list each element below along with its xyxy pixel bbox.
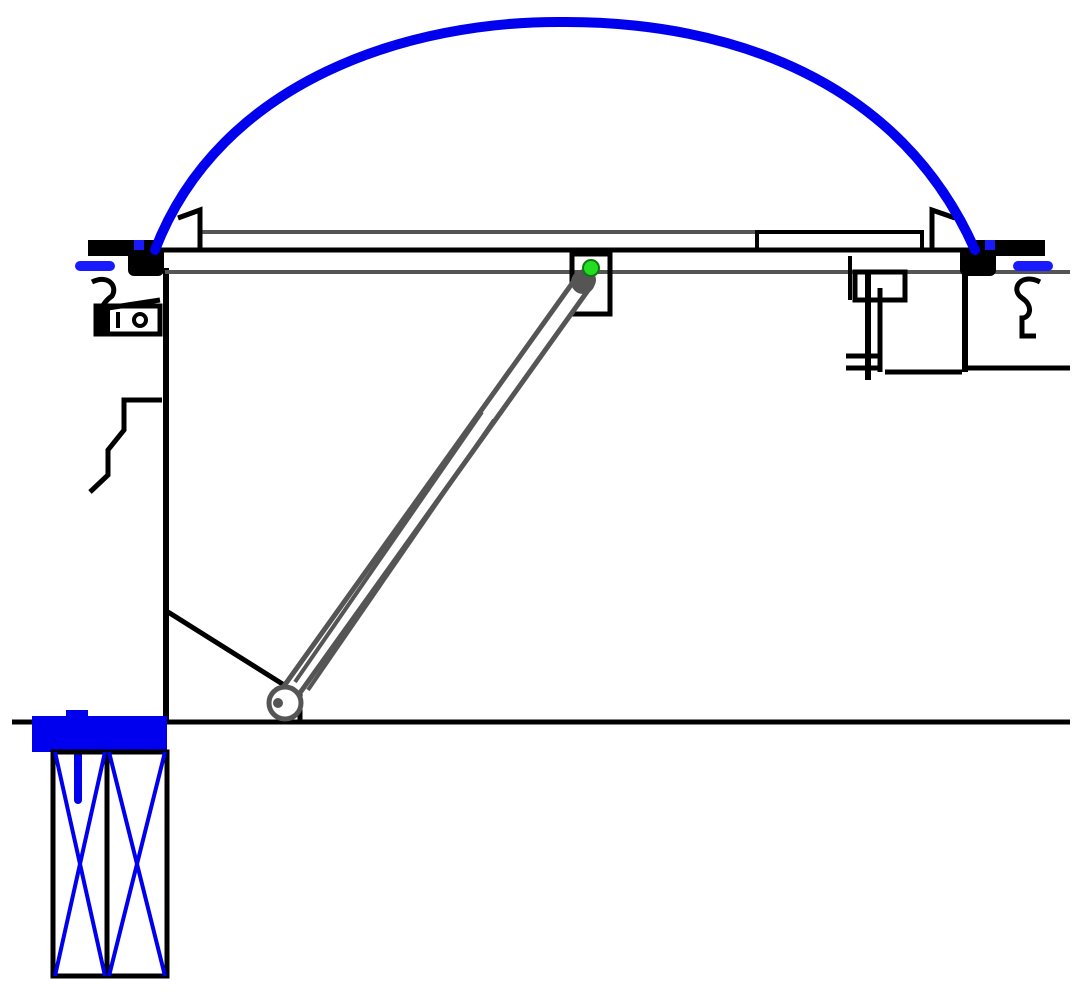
- lid-frame: [100, 206, 1070, 274]
- flashing-profile: [88, 397, 162, 494]
- latch-assembly: [846, 256, 1070, 380]
- seal-gaskets: [75, 240, 1053, 271]
- gas-strut: [266, 269, 596, 722]
- pivot-point: [582, 259, 600, 277]
- right-seal-block: [960, 240, 1045, 372]
- dome-glazing: [150, 16, 980, 255]
- timber-kerb: [32, 710, 170, 979]
